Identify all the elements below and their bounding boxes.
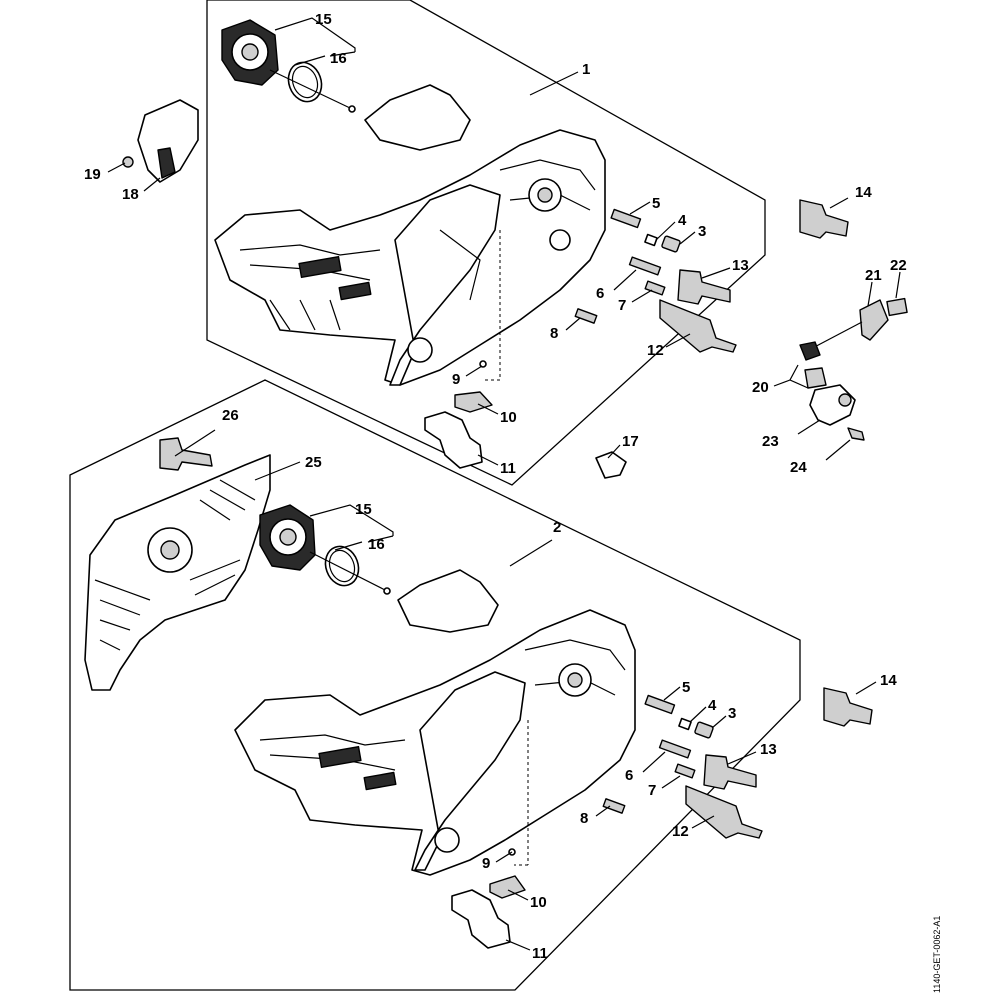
callout-8-lower: 8 [580,810,588,827]
lower-assembly-frame [69,379,801,991]
callout-21: 21 [865,267,882,284]
callout-3-upper: 3 [698,223,706,240]
lower-oil-pump [259,504,391,595]
callout-19: 19 [84,166,101,183]
callout-14-lower: 14 [880,672,897,689]
upper-oil-pump [221,19,356,113]
upper-small-parts [424,208,737,469]
callout-labels: 15 16 1 5 4 3 13 6 7 8 12 9 10 11 19 18 … [84,11,907,962]
callout-9-lower: 9 [482,855,490,872]
callout-11-lower: 11 [532,945,548,962]
callout-22: 22 [890,257,907,274]
callout-25: 25 [305,454,322,471]
callout-20: 20 [752,379,769,396]
callout-26: 26 [222,407,239,424]
callout-16-lower: 16 [368,536,385,553]
callout-14-upper: 14 [855,184,872,201]
lower-crankcase [234,569,636,876]
callout-15-lower: 15 [355,501,372,518]
callout-11-upper: 11 [500,460,516,477]
callout-13-upper: 13 [732,257,749,274]
side-cover [84,437,271,691]
lower-small-parts [451,687,873,949]
callout-6-lower: 6 [625,767,633,784]
document-reference: 1140-GET-0062-A1 [932,916,942,993]
callout-9-upper: 9 [452,371,460,388]
callout-10-lower: 10 [530,894,547,911]
callout-12-lower: 12 [672,823,689,840]
callout-4-lower: 4 [708,697,717,714]
callout-10-upper: 10 [500,409,517,426]
upper-crankcase [214,84,606,386]
callout-1: 1 [582,61,590,78]
callout-5-upper: 5 [652,195,660,212]
callout-3-lower: 3 [728,705,736,722]
upper-assembly-frame [206,0,766,486]
callout-15-upper: 15 [315,11,332,28]
loose-parts-right [122,99,908,479]
callout-17: 17 [622,433,639,450]
leader-lines [107,17,901,951]
callout-13-lower: 13 [760,741,777,758]
callout-7-lower: 7 [648,782,656,799]
callout-6-upper: 6 [596,285,604,302]
callout-7-upper: 7 [618,297,626,314]
callout-23: 23 [762,433,779,450]
callout-18: 18 [122,186,139,203]
callout-24: 24 [790,459,807,476]
callout-12-upper: 12 [647,342,664,359]
callout-8-upper: 8 [550,325,558,342]
callout-5-lower: 5 [682,679,690,696]
callout-2: 2 [553,519,561,536]
callout-4-upper: 4 [678,212,687,229]
callout-16-upper: 16 [330,50,347,67]
